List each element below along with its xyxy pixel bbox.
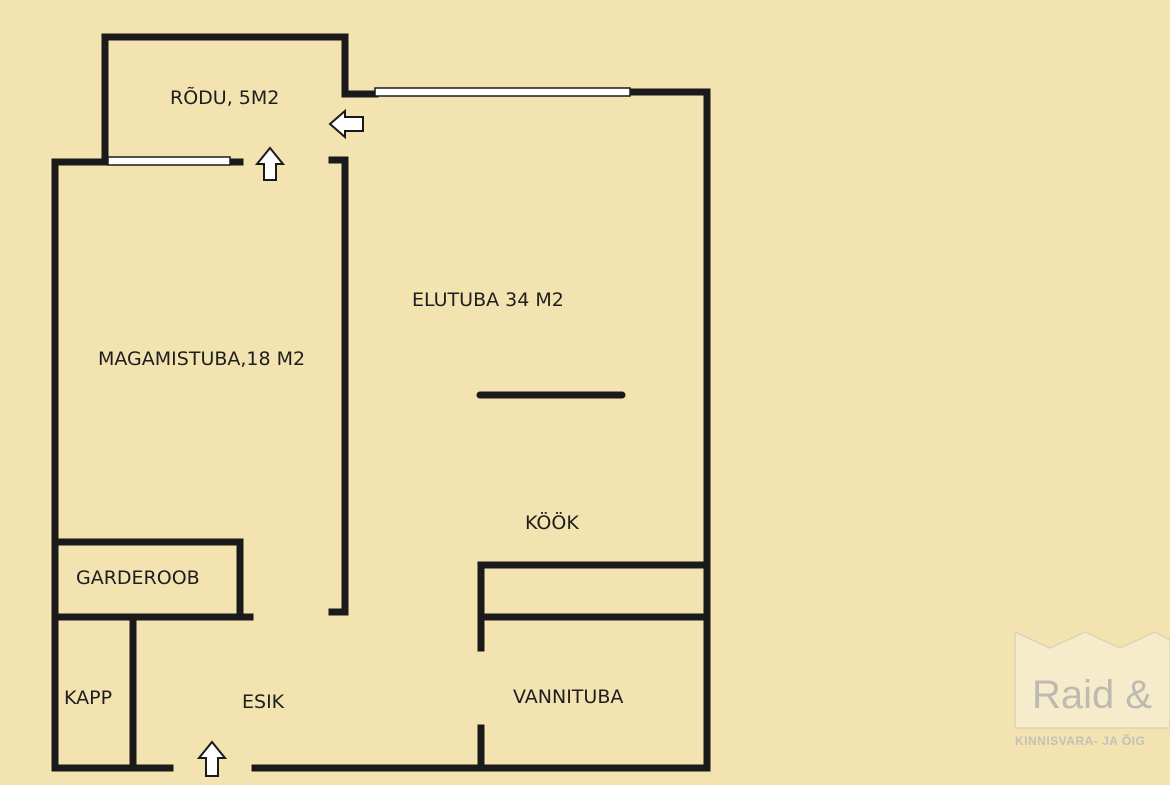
living-room-window [374, 87, 631, 97]
watermark-brand: Raid & [1032, 673, 1152, 717]
bedroom-window [107, 156, 231, 166]
living-room-exterior-wall [626, 88, 711, 772]
wardrobe-walls [51, 538, 244, 616]
arrows [196, 108, 364, 777]
balcony-walls [101, 33, 379, 164]
watermark-tagline: KINNISVARA- JA ÕIG [1015, 733, 1145, 748]
entrance-arrow [196, 740, 228, 777]
walls [51, 33, 711, 772]
wardrobe-label: GARDEROOB [76, 567, 200, 589]
bedroom-label: MAGAMISTUBA,18 M2 [98, 348, 305, 370]
balcony-access-arrow-left [328, 108, 364, 140]
living-room-label: ELUTUBA 34 M2 [412, 289, 564, 311]
closet-label: KAPP [64, 687, 112, 709]
hallway-label: ESIK [242, 691, 285, 713]
bedroom-exterior-wall [51, 158, 174, 772]
kitchen-label: KÖÖK [525, 511, 579, 534]
agency-watermark: Raid & KINNISVARA- JA ÕIG [1014, 630, 1170, 748]
room-labels: RÕDU, 5M2 ELUTUBA 34 M2 MAGAMISTUBA,18 M… [64, 86, 623, 713]
kitchen-counter-walls [477, 561, 711, 652]
bedroom-living-partition [328, 156, 349, 616]
bathroom-label: VANNITUBA [513, 686, 623, 708]
watermark-roof-logo [1014, 630, 1170, 729]
balcony-access-arrow-up [254, 146, 286, 181]
balcony-label: RÕDU, 5M2 [170, 86, 279, 109]
windows [107, 87, 631, 166]
